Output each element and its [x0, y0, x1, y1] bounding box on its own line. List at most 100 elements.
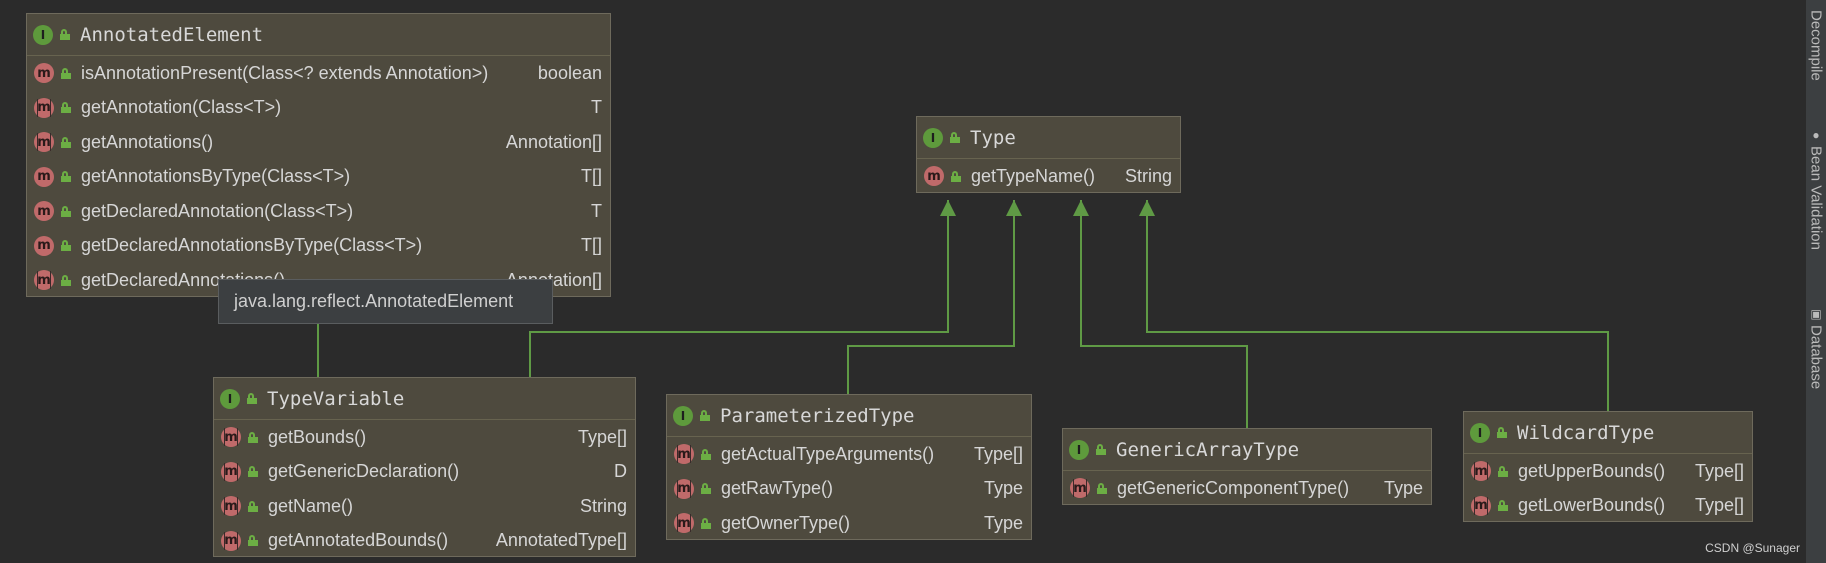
public-visibility-icon: [950, 132, 960, 143]
method-return-type: Type: [1383, 477, 1423, 498]
class-name: Type: [970, 126, 1016, 149]
abstract-method-icon: m: [674, 444, 694, 465]
tab-database-label: Database: [1807, 325, 1825, 390]
class-node-parameterizedtype[interactable]: I ParameterizedType m getActualTypeArgument…: [666, 394, 1032, 540]
abstract-method-icon: m: [674, 513, 694, 534]
public-visibility-icon: [1097, 482, 1107, 494]
method-name: getOwnerType(): [721, 512, 851, 533]
method-name: getDeclaredAnnotation(Class<T>): [81, 200, 354, 221]
tab-database[interactable]: ▣ Database: [1806, 307, 1826, 389]
inheritance-arrowhead: [1006, 200, 1022, 216]
method-name: getAnnotationsByType(Class<T>): [81, 166, 351, 187]
public-visibility-icon: [701, 448, 711, 460]
tab-decompile-label: Decompile: [1807, 10, 1825, 81]
tab-bean-validation[interactable]: ● Bean Validation: [1806, 128, 1826, 250]
abstract-method-icon: m: [1070, 478, 1090, 499]
class-node-header: I ParameterizedType: [667, 395, 1031, 437]
abstract-method-icon: m: [34, 270, 54, 291]
method-row[interactable]: m isAnnotationPresent(Class<? extends Ann…: [27, 56, 610, 91]
method-return-type: Type: [983, 478, 1023, 499]
abstract-method-icon: m: [1471, 495, 1491, 516]
method-name: getAnnotations(): [81, 131, 214, 152]
public-visibility-icon: [61, 171, 71, 183]
method-row[interactable]: m getBounds() Type[]: [214, 420, 635, 455]
public-visibility-icon: [951, 170, 961, 182]
watermark: CSDN @Sunager: [1705, 541, 1800, 555]
method-name: getDeclaredAnnotationsByType(Class<T>): [81, 235, 423, 256]
method-return-type: Type[]: [1694, 495, 1744, 516]
public-visibility-icon: [61, 240, 71, 252]
abstract-method-icon: m: [34, 132, 54, 153]
method-name: getGenericDeclaration(): [268, 461, 460, 482]
public-visibility-icon: [701, 483, 711, 495]
class-name: WildcardType: [1517, 421, 1655, 444]
method-return-type: T: [591, 200, 602, 221]
right-tool-window-bar: Decompile ● Bean Validation ▣ Database: [1806, 0, 1826, 563]
method-name: getBounds(): [268, 426, 367, 447]
method-name: isAnnotationPresent(Class<? extends Anno…: [81, 62, 489, 83]
method-icon: m: [34, 63, 54, 84]
method-row[interactable]: m getLowerBounds() Type[]: [1464, 489, 1752, 524]
public-visibility-icon: [1498, 500, 1508, 512]
public-visibility-icon: [247, 393, 257, 404]
class-name: TypeVariable: [267, 387, 405, 410]
abstract-method-icon: m: [674, 478, 694, 499]
public-visibility-icon: [248, 500, 258, 512]
public-visibility-icon: [248, 535, 258, 547]
method-return-type: T[]: [581, 166, 602, 187]
public-visibility-icon: [248, 466, 258, 478]
abstract-method-icon: m: [221, 496, 241, 517]
edge-genericarraytype-to-type: [1080, 200, 1248, 428]
method-row[interactable]: m getGenericComponentType() Type: [1063, 471, 1431, 506]
tooltip-text: java.lang.reflect.AnnotatedElement: [234, 291, 514, 311]
method-return-type: AnnotatedType[]: [495, 530, 627, 551]
method-row[interactable]: m getActualTypeArguments() Type[]: [667, 437, 1031, 472]
method-icon: m: [34, 201, 54, 222]
method-return-type: Type[]: [973, 443, 1023, 464]
tab-decompile[interactable]: Decompile: [1806, 10, 1826, 81]
public-visibility-icon: [61, 102, 71, 114]
method-return-type: boolean: [537, 62, 602, 83]
public-visibility-icon: [60, 29, 70, 40]
tab-bean-validation-label: Bean Validation: [1807, 146, 1825, 250]
edge-parameterizedtype-to-type: [847, 200, 1015, 394]
public-visibility-icon: [701, 517, 711, 529]
class-name: ParameterizedType: [720, 404, 915, 427]
method-return-type: String: [579, 495, 627, 516]
method-return-type: T: [591, 97, 602, 118]
class-name: AnnotatedElement: [80, 23, 264, 46]
method-row[interactable]: m getDeclaredAnnotation(Class<T>) T: [27, 194, 610, 229]
method-name: getGenericComponentType(): [1117, 477, 1350, 498]
method-return-type: Type[]: [577, 426, 627, 447]
method-name: getActualTypeArguments(): [721, 443, 935, 464]
method-name: getLowerBounds(): [1518, 495, 1666, 516]
public-visibility-icon: [700, 410, 710, 421]
interface-icon: I: [1470, 422, 1490, 443]
abstract-method-icon: m: [221, 427, 241, 448]
interface-icon: I: [673, 405, 693, 426]
inheritance-arrowhead: [1139, 200, 1155, 216]
abstract-method-icon: m: [34, 97, 54, 118]
public-visibility-icon: [1498, 465, 1508, 477]
database-icon: ▣: [1809, 307, 1823, 321]
